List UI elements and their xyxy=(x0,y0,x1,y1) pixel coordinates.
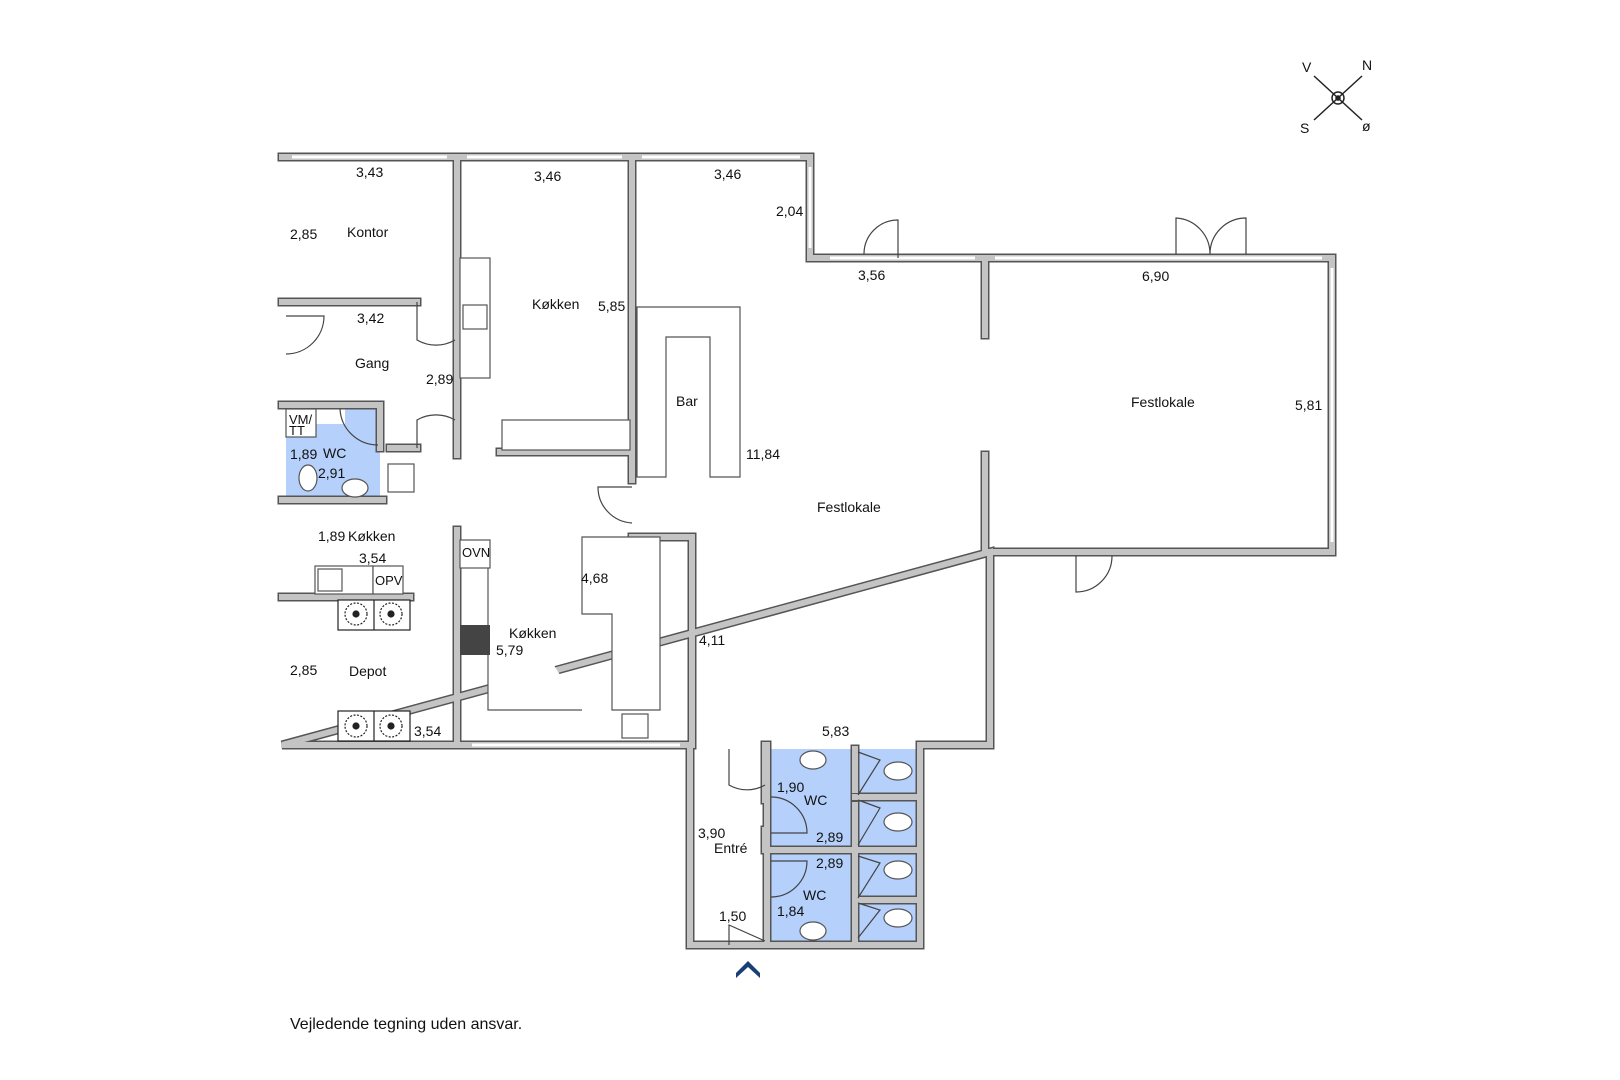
dishwasher-box xyxy=(372,565,404,595)
sink-icon xyxy=(462,304,488,330)
room-name: WC xyxy=(323,445,346,461)
room-name: Depot xyxy=(349,663,386,679)
kitchen-island xyxy=(581,536,661,711)
dimension: 3,43 xyxy=(356,164,383,180)
compass-south: S xyxy=(1300,120,1309,136)
sink-icon xyxy=(317,568,343,592)
dimension: 3,46 xyxy=(534,168,561,184)
toilet-icons xyxy=(298,464,913,941)
room-name: Bar xyxy=(676,393,698,409)
dimension: 4,11 xyxy=(699,632,725,648)
dimension: 4,68 xyxy=(581,570,608,586)
room-name: WC xyxy=(804,792,827,808)
dimension: 2,89 xyxy=(816,829,843,845)
dimension: 1,50 xyxy=(719,908,746,924)
compass-west: V xyxy=(1302,59,1312,75)
dimension: 5,85 xyxy=(598,298,625,314)
room-name: Køkken xyxy=(532,296,579,312)
disclaimer-text: Vejledende tegning uden ansvar. xyxy=(290,1016,523,1033)
dimension: 3,46 xyxy=(714,166,741,182)
room-name: Køkken xyxy=(348,528,395,544)
wc-small-floor xyxy=(345,409,380,429)
dimension: 1,89 xyxy=(290,446,317,462)
dimension: 6,90 xyxy=(1142,268,1169,284)
washer-box xyxy=(285,408,317,438)
dimension: 1,84 xyxy=(777,903,804,919)
compass-icon xyxy=(1313,75,1363,121)
dimension: 11,84 xyxy=(746,446,780,462)
stove-icon xyxy=(460,625,490,655)
dimension: 2,04 xyxy=(776,203,803,219)
room-labels: 3,43 2,85 Kontor 3,42 Gang 2,89 VM/TT 1,… xyxy=(289,164,1322,924)
dimension: 2,85 xyxy=(290,226,317,242)
dimension: 5,81 xyxy=(1295,397,1322,413)
room-name: Festlokale xyxy=(1131,394,1195,410)
compass-north: N xyxy=(1362,57,1372,73)
dimension: 2,91 xyxy=(318,465,345,481)
bar-counter xyxy=(636,306,741,478)
dishwasher-label: OPV xyxy=(375,573,403,588)
room-name: WC xyxy=(803,887,826,903)
windows xyxy=(280,155,1334,747)
room-name: Festlokale xyxy=(817,499,881,515)
oven-box xyxy=(459,539,491,569)
dimension: 2,89 xyxy=(426,371,453,387)
dimension: 1,89 xyxy=(318,528,345,544)
room-name: Entré xyxy=(714,840,748,856)
fan-icons xyxy=(337,599,411,742)
dimension: 2,89 xyxy=(816,855,843,871)
kitchen-counter xyxy=(487,560,582,711)
entrance-arrow-icon xyxy=(736,961,760,978)
sink-icon xyxy=(387,463,415,493)
doors xyxy=(285,217,1247,945)
dimension: 3,90 xyxy=(698,825,725,841)
room-name: Gang xyxy=(355,355,389,371)
dimension: 2,85 xyxy=(290,662,317,678)
kitchen-counter xyxy=(501,419,631,451)
dimension: 1,90 xyxy=(777,779,804,795)
fixtures xyxy=(285,257,913,941)
sink-icon xyxy=(621,713,649,739)
compass-east: ø xyxy=(1362,118,1371,134)
dimension: 3,54 xyxy=(359,550,386,566)
room-name: Kontor xyxy=(347,224,389,240)
dimension: 3,54 xyxy=(414,723,441,739)
oven-label: OVN xyxy=(462,545,490,560)
room-name: Køkken xyxy=(509,625,556,641)
dimension: 3,56 xyxy=(858,267,885,283)
dimension: 5,79 xyxy=(496,642,523,658)
dimension: 3,42 xyxy=(357,310,384,326)
dimension: 5,83 xyxy=(822,723,849,739)
washer-label: VM/TT xyxy=(289,412,313,438)
